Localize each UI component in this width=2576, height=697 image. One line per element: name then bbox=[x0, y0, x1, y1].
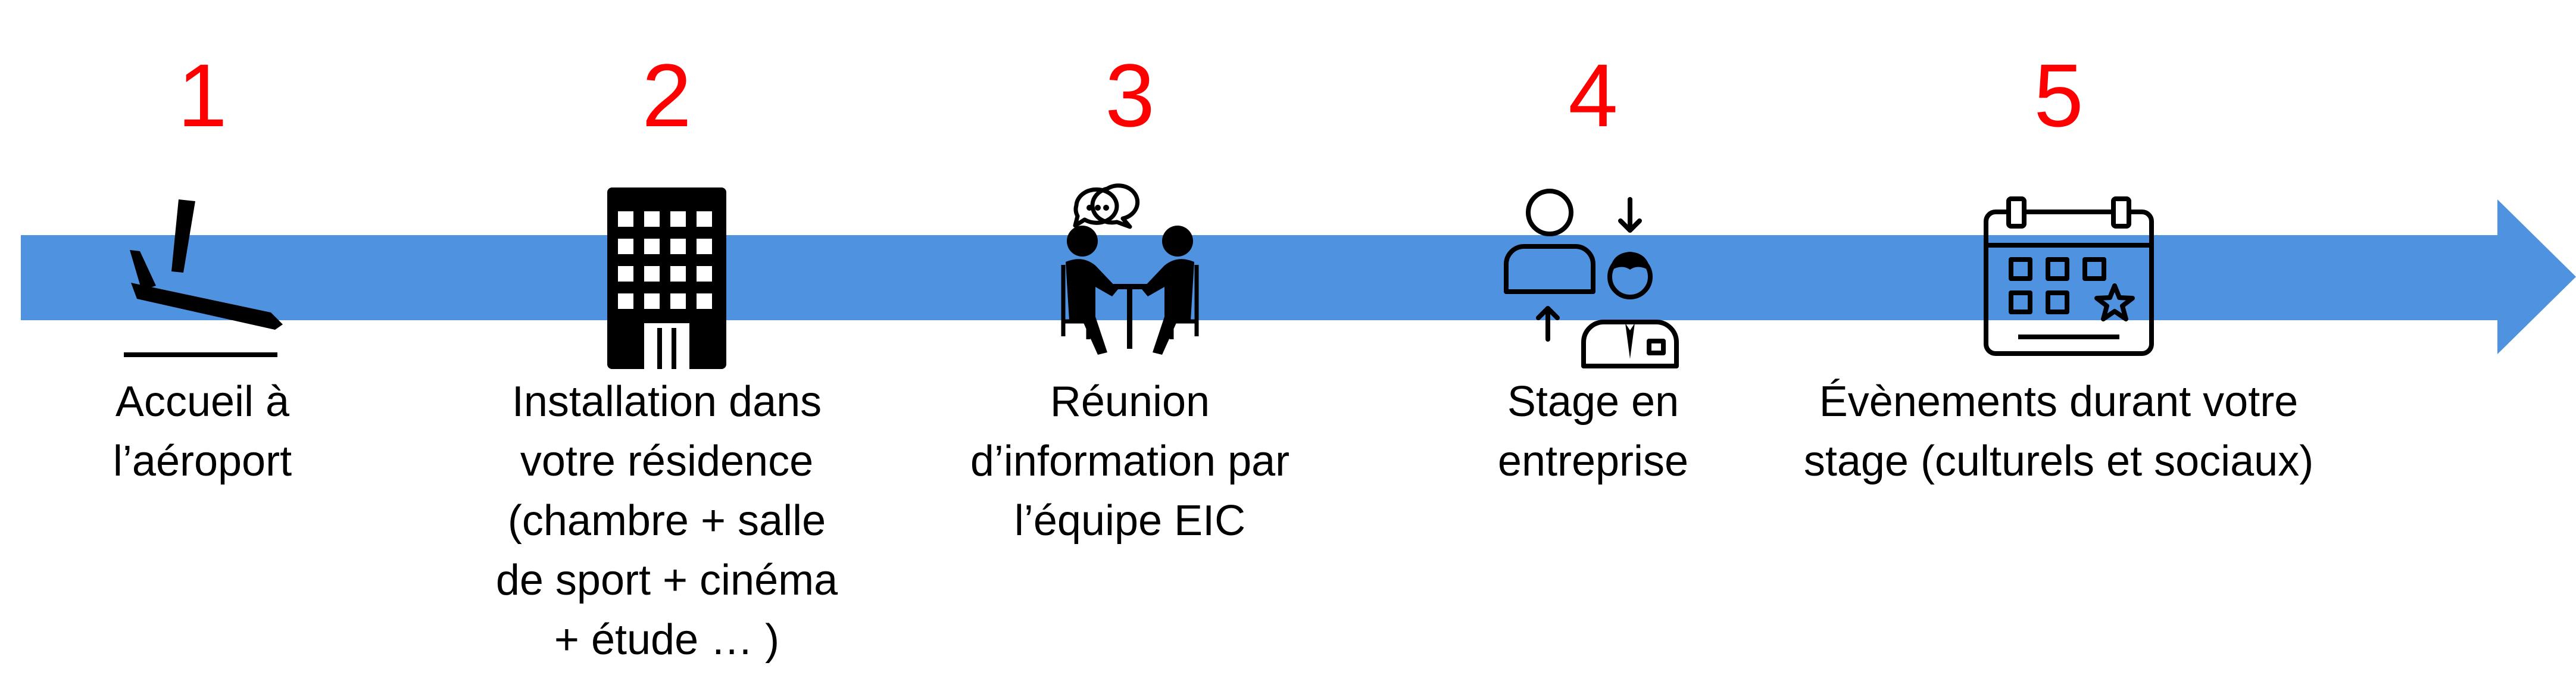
step-4-number: 4 bbox=[1568, 45, 1618, 145]
calendar-event-icon bbox=[1984, 196, 2154, 356]
meeting-icon bbox=[1061, 183, 1199, 355]
step-1-number: 1 bbox=[177, 45, 227, 145]
step-2-label: Installation dans votre résidence (chamb… bbox=[495, 378, 838, 664]
step-3-number: 3 bbox=[1105, 45, 1155, 145]
intern-icon bbox=[1504, 189, 1679, 368]
building-icon bbox=[607, 187, 726, 369]
step-4-label: Stage en entreprise bbox=[1497, 378, 1689, 485]
airplane-landing-icon bbox=[124, 199, 283, 357]
step-3-label: Réunion d’information par l’équipe EIC bbox=[970, 378, 1290, 545]
step-1-label: Accueil à l’aéroport bbox=[113, 378, 292, 485]
step-2-number: 2 bbox=[642, 45, 692, 145]
step-5-label: Évènements durant votre stage (culturels… bbox=[1803, 378, 2314, 485]
step-5-number: 5 bbox=[2034, 45, 2084, 145]
